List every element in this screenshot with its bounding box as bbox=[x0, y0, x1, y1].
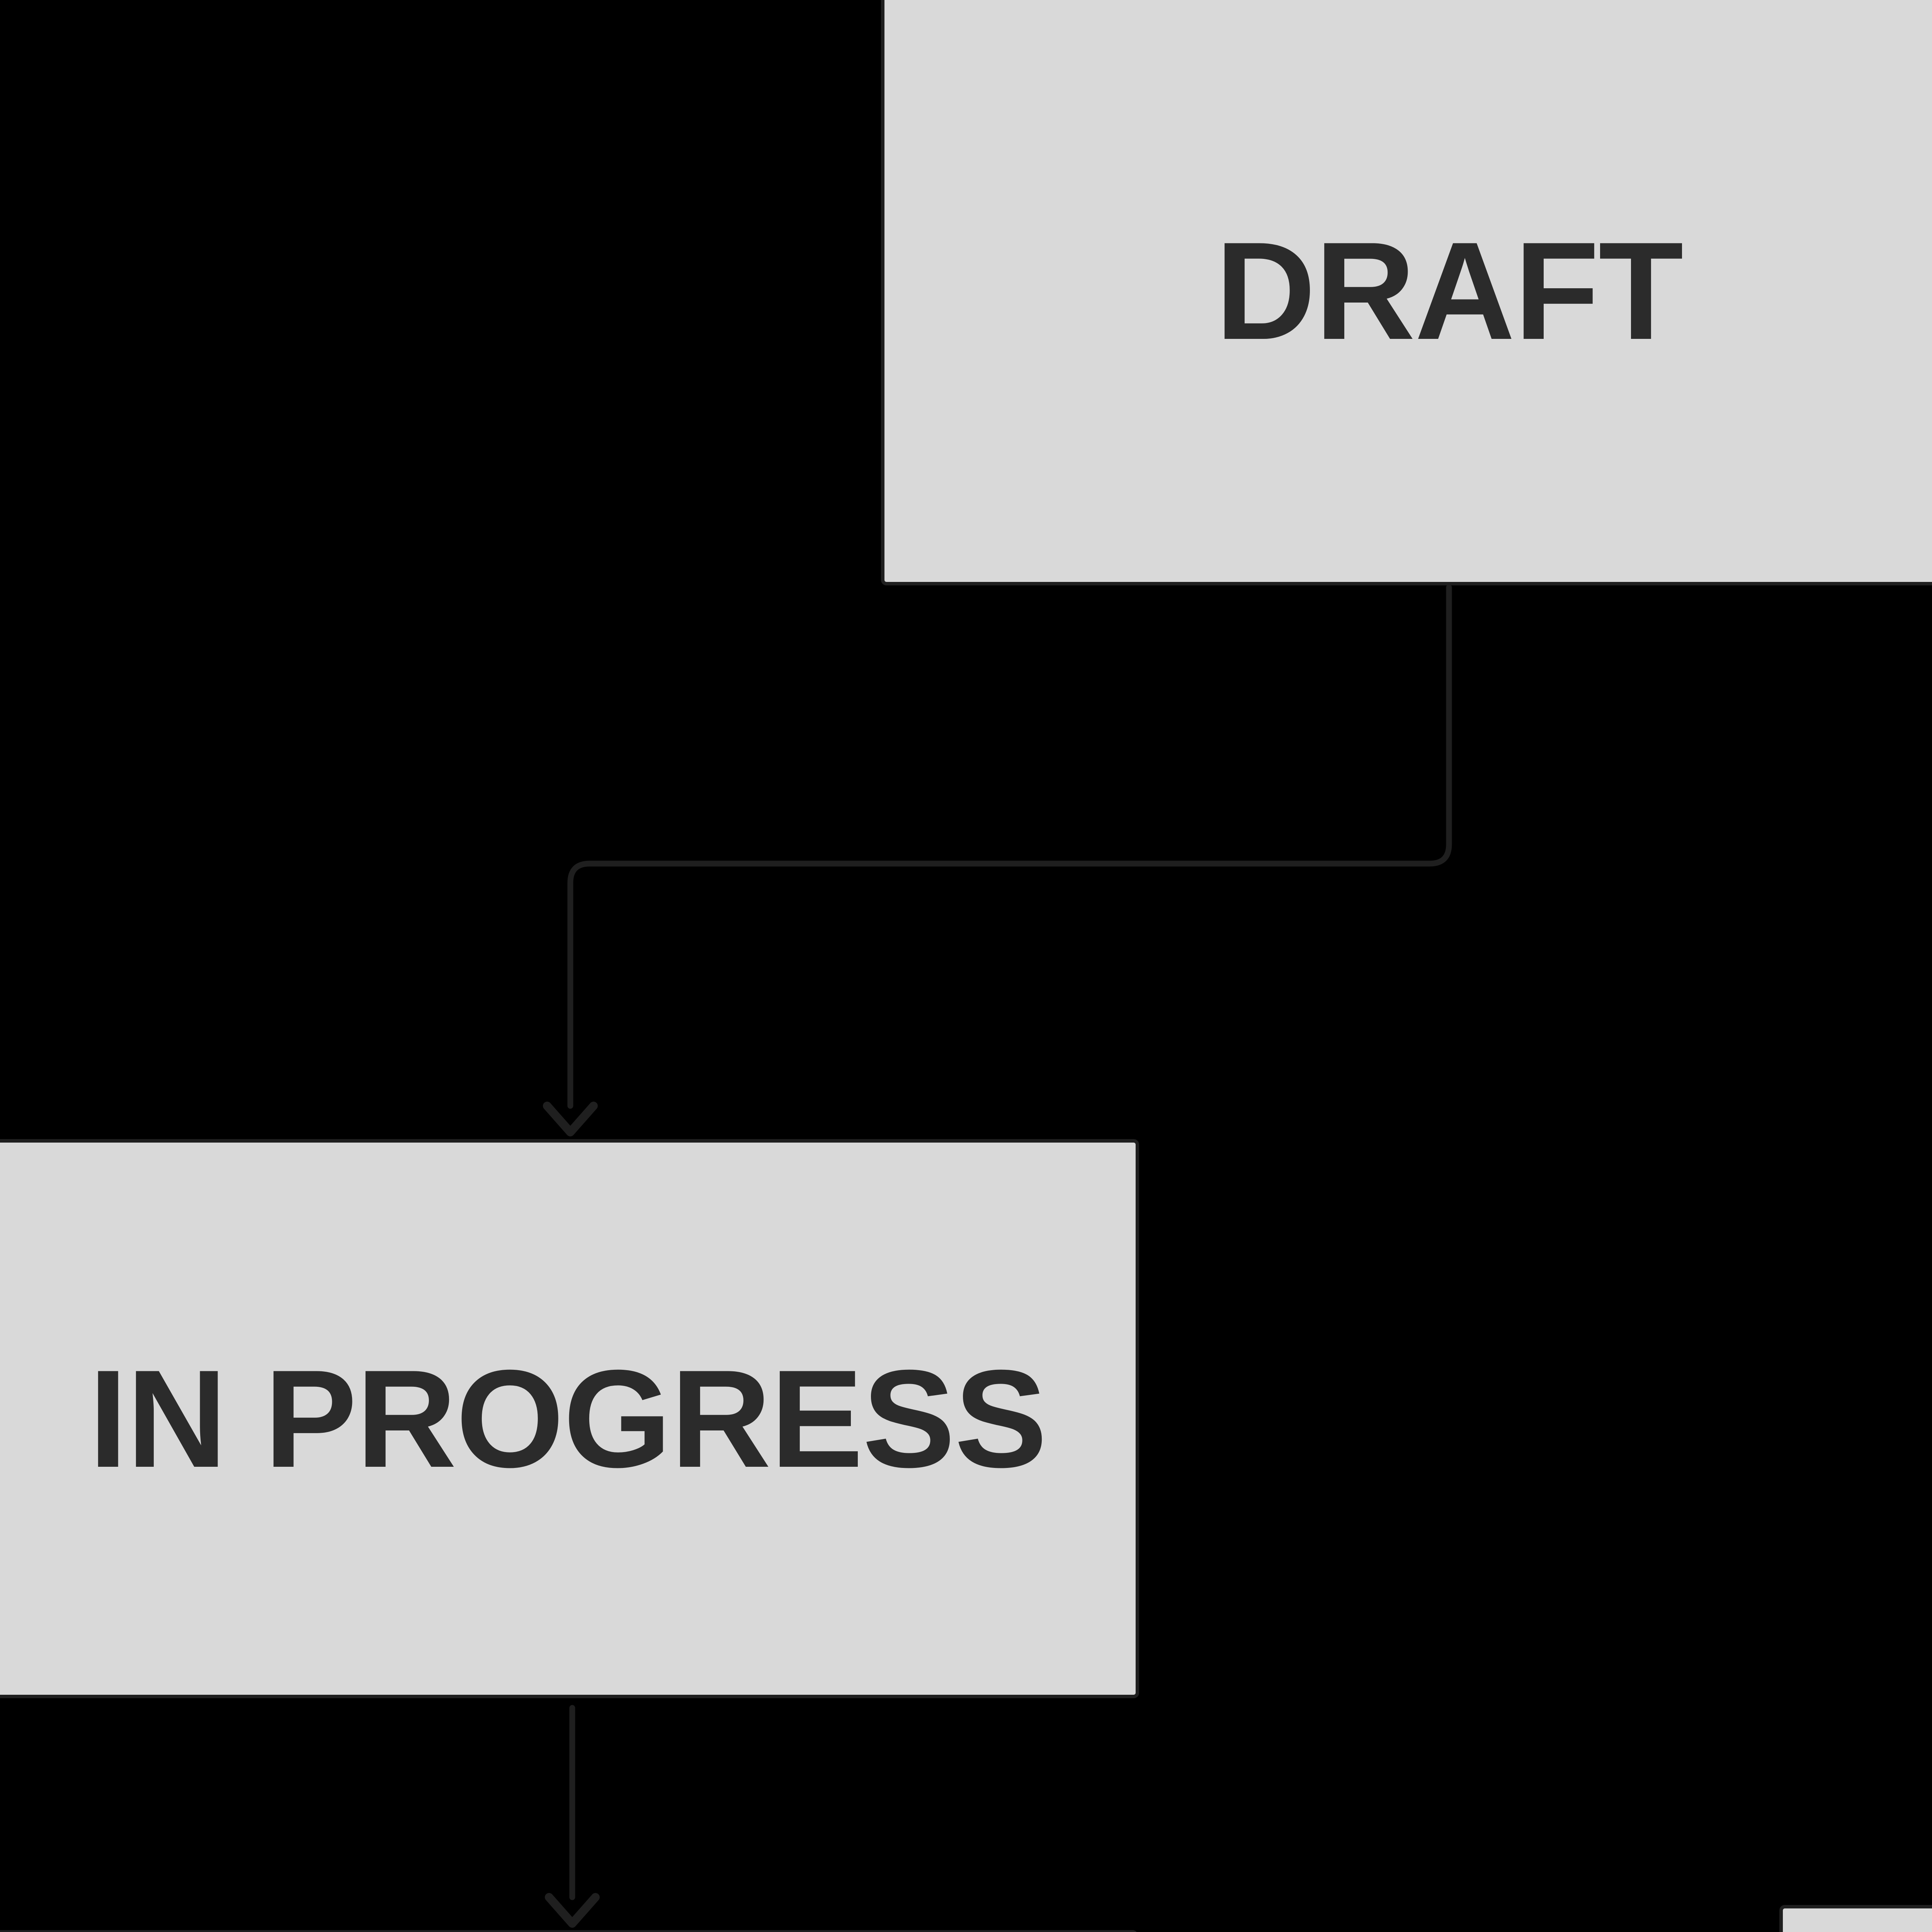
state-node-in-progress-label: IN PROGRESS bbox=[88, 1341, 1047, 1497]
state-node-draft[interactable]: DRAFT bbox=[881, 0, 1932, 585]
edge-draft-to-in-progress bbox=[543, 584, 1452, 1136]
state-node-draft-label: DRAFT bbox=[1215, 213, 1684, 369]
state-node-cancelled[interactable]: CANCELLED bbox=[1779, 1905, 1932, 1932]
state-node-in-progress[interactable]: IN PROGRESS bbox=[0, 1139, 1139, 1698]
state-node-finished[interactable]: FINISHED bbox=[0, 1930, 1138, 1932]
edge-in-progress-to-finished bbox=[545, 1705, 600, 1928]
